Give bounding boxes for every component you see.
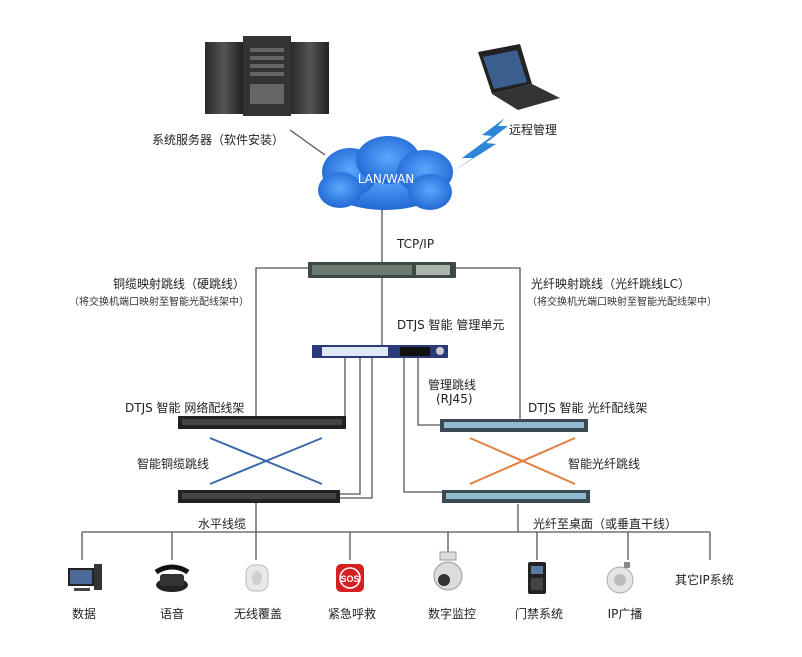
endpoint-label-other: 其它IP系统 [675,573,734,587]
fiber-panel-top [440,419,588,432]
copper-patch-cross [209,437,323,485]
network-panel-bottom [178,490,340,503]
copper-map-sub: （将交换机端口映射至智能光配线架中） [69,297,249,308]
endpoint-label-access: 门禁系统 [514,607,564,621]
telephone-icon [154,564,190,592]
speaker-icon [606,562,634,594]
cloud-label: LAN/WAN [357,172,415,186]
endpoint-label-wireless: 无线覆盖 [233,607,283,621]
server-icon [205,36,329,116]
fiber-map-label: 光纤映射跳线（光纤跳线LC） [531,277,691,291]
copper-patch-label: 智能铜缆跳线 [137,457,210,471]
endpoint-label-broadcast: IP广播 [607,607,643,621]
endpoint-label-camera: 数字监控 [427,607,477,621]
server-label: 系统服务器（软件安装） [152,133,285,147]
net-panel-label: DTJS 智能 网络配线架 [125,401,245,415]
network-panel-top [178,416,346,429]
remote-label: 远程管理 [509,123,558,137]
fiber-map-sub: （将交换机光端口映射至智能光配线架中） [527,297,717,308]
svg-text:SOS: SOS [340,574,359,584]
endpoint-label-voice: 语音 [159,607,185,621]
laptop-icon [478,44,560,110]
tcpip-label: TCP/IP [397,237,435,251]
mgmt-patch-sub: (RJ45) [436,392,473,406]
sos-icon: SOS [336,564,364,592]
cloud-icon [318,136,453,210]
mgmt-patch-label: 管理跳线 [428,378,477,392]
endpoint-label-data: 数据 [71,607,97,621]
mgmt-unit-icon [312,345,448,358]
camera-icon [433,551,463,591]
fiber-patch-cross [469,437,576,485]
fiber-panel-label: DTJS 智能 光纤配线架 [528,401,648,415]
wireless-ap-icon [245,564,269,592]
fiber-patch-label: 智能光纤跳线 [568,457,641,471]
core-switch-icon [308,262,456,278]
access-control-icon [528,562,546,594]
horizontal-cable-label: 水平线缆 [198,517,247,531]
endpoint-label-sos: 紧急呼救 [327,607,377,621]
mgmt-unit-label: DTJS 智能 管理单元 [397,318,505,332]
fiber-desk-label: 光纤至桌面（或垂直干线） [533,517,678,531]
lightning-icon [452,118,508,172]
fiber-panel-bottom [442,490,590,503]
copper-map-label: 铜缆映射跳线（硬跳线） [113,277,246,291]
computer-icon [68,564,102,591]
